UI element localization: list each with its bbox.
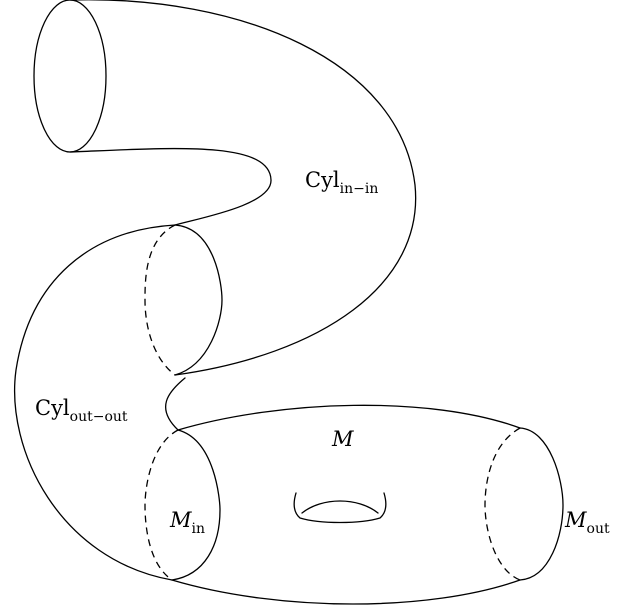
handle-upper-curve [301,500,379,514]
middle-circle-front [174,224,223,376]
cyl-in-in-outer-edge [69,0,417,376]
top-tube-opening [33,0,107,153]
m-body-top-edge [177,404,521,431]
label-m-out: Mout [564,508,610,537]
cyl-out-out-outer-edge [14,224,176,581]
handle-lower-curve [293,492,387,524]
label-m-in: Min [169,508,205,537]
neck-curve [165,377,186,431]
m-body-bottom-edge [171,579,521,605]
m-out-circle-front [519,427,564,581]
m-in-circle-front [171,429,221,581]
m-out-circle-back [484,427,521,581]
label-cyl-in-in: Cylin−in [305,168,378,197]
middle-circle-back [144,224,176,376]
cyl-in-in-inner-edge [69,147,272,226]
label-cyl-out-out: Cylout−out [35,396,128,425]
label-m: M [331,427,354,451]
m-in-circle-back [144,429,179,581]
